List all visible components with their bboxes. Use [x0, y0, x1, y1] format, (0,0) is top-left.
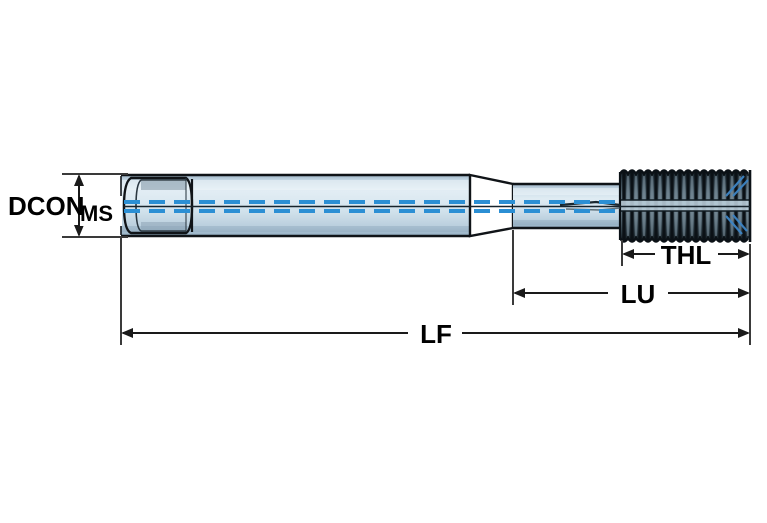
- lf-arrow-left: [121, 328, 133, 338]
- dimension-label-lf: LF: [420, 319, 452, 349]
- lu-arrow-right: [738, 288, 750, 298]
- lf-arrow-right: [738, 328, 750, 338]
- tip-chamfer-marks: [725, 175, 749, 235]
- dcon-label-bg: [8, 190, 70, 218]
- dimension-lu: LU: [512, 230, 751, 309]
- dimension-label-dcon: DCON: [8, 191, 85, 221]
- dimension-label-lu: LU: [621, 279, 656, 309]
- neck-highlight: [513, 188, 621, 225]
- centerline-group: [124, 200, 750, 213]
- dcon-arrow-up: [74, 174, 84, 186]
- thl-arrow-left: [622, 249, 634, 259]
- dimension-dcon-ms: DCON MS: [8, 173, 128, 238]
- shank-highlight: [121, 180, 470, 232]
- lu-arrow-left: [513, 288, 525, 298]
- ms-label-bg: [80, 196, 122, 226]
- dimension-label-ms: MS: [80, 201, 113, 226]
- thl-arrow-right: [738, 249, 750, 259]
- dimension-lf: LF: [120, 237, 751, 349]
- thread-crest-bottom-outline: [620, 235, 750, 243]
- dimension-thl: THL: [621, 240, 751, 270]
- thread-crest-top-outline: [620, 169, 750, 177]
- thread-bore-band: [620, 200, 750, 211]
- dcon-arrow-down: [74, 225, 84, 237]
- taper-section: [468, 173, 515, 238]
- tap-body-group: [120, 168, 752, 244]
- square-drive-end: [122, 176, 194, 235]
- dimension-label-thl: THL: [661, 240, 712, 270]
